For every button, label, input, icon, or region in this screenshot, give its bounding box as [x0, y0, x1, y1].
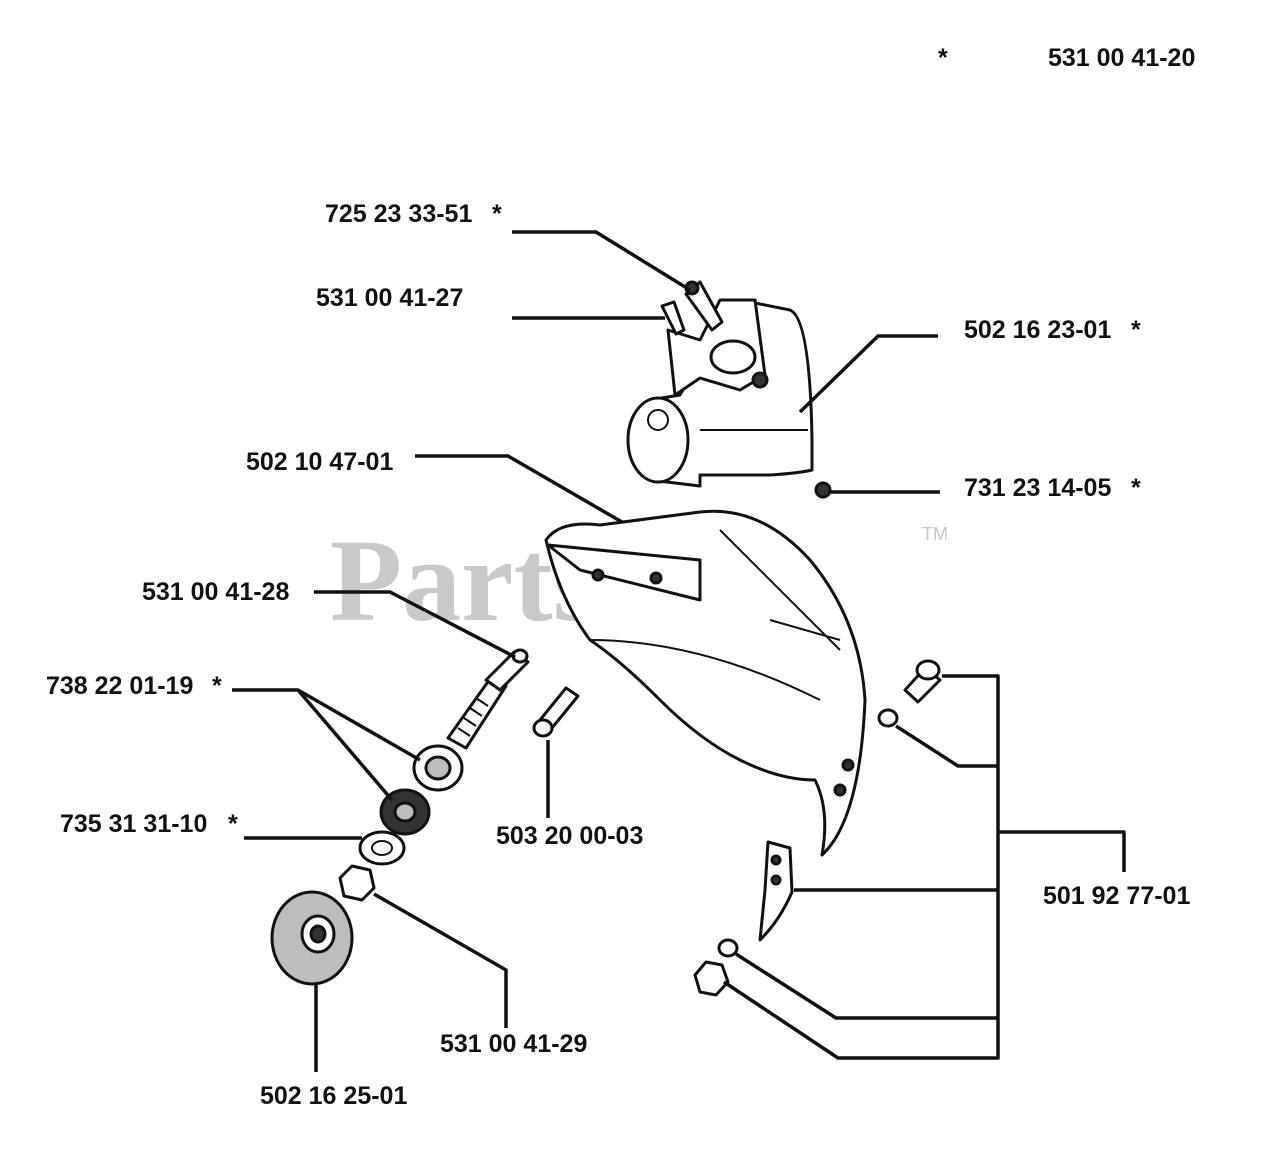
- washer-735-part: [358, 830, 406, 866]
- bearing-lower-part: [379, 788, 431, 836]
- star-731-23-14-05: *: [1131, 474, 1141, 502]
- nut-731-part: [814, 481, 832, 499]
- label-501-92-77-01: 501 92 77-01: [1043, 882, 1190, 910]
- leader-531-00-41-29: [373, 892, 508, 1028]
- kit-washer-upper-part: [877, 708, 899, 728]
- leader-501-92-77-01: [723, 674, 1126, 1060]
- gearhead-part: [626, 298, 814, 488]
- kit-blade-part: [758, 840, 794, 942]
- leader-738-22-01-19: [232, 688, 421, 802]
- label-738-22-01-19: 738 22 01-19: [46, 672, 193, 700]
- spindle-part: [446, 648, 530, 750]
- guard-part: [544, 509, 867, 857]
- screw-531-27-part: [660, 300, 686, 336]
- label-725-23-33-51: 725 23 33-51: [325, 200, 472, 228]
- star-738-22-01-19: *: [212, 672, 222, 700]
- kit-washer-lower-part: [717, 938, 739, 958]
- kit-screw-part: [903, 659, 942, 704]
- label-531-00-41-27: 531 00 41-27: [316, 284, 463, 312]
- nut-531-29-part: [338, 864, 376, 902]
- assembly-number: 531 00 41-20: [1048, 44, 1195, 72]
- label-502-10-47-01: 502 10 47-01: [246, 448, 393, 476]
- assembly-marker: *: [938, 44, 948, 72]
- label-531-00-41-29: 531 00 41-29: [440, 1030, 587, 1058]
- label-502-16-23-01: 502 16 23-01: [964, 316, 1111, 344]
- star-502-16-23-01: *: [1131, 316, 1141, 344]
- leader-502-10-47-01: [415, 454, 623, 524]
- bearing-upper-part: [412, 744, 464, 792]
- watermark-tm: TM: [922, 524, 948, 544]
- kit-nut-part: [693, 960, 730, 997]
- label-502-16-25-01: 502 16 25-01: [260, 1082, 407, 1110]
- label-735-31-31-10: 735 31 31-10: [60, 810, 207, 838]
- leader-531-00-41-28: [314, 590, 516, 659]
- star-735-31-31-10: *: [228, 810, 238, 838]
- label-531-00-41-28: 531 00 41-28: [142, 578, 289, 606]
- cup-part: [270, 890, 354, 986]
- leader-725-23-33-51: [512, 230, 691, 292]
- leader-502-16-23-01: [798, 334, 938, 414]
- star-725-23-33-51: *: [492, 200, 502, 228]
- label-503-20-00-03: 503 20 00-03: [496, 822, 643, 850]
- label-731-23-14-05: 731 23 14-05: [964, 474, 1111, 502]
- bolt-503-part: [532, 686, 580, 738]
